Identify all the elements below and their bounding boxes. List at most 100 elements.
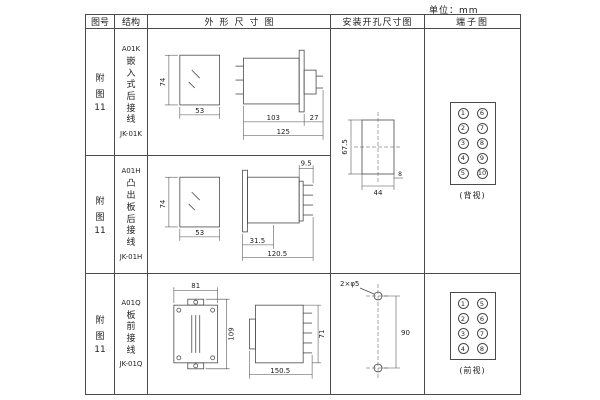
- structure-char: 式: [126, 80, 136, 91]
- model-label: A01Q: [121, 298, 141, 307]
- model-label: A01K: [121, 44, 141, 53]
- dim-front-width: 53: [195, 228, 204, 236]
- front-view: [173, 298, 219, 370]
- terminal-circle: 5: [457, 167, 469, 179]
- fig-text: 图: [95, 332, 105, 342]
- terminal-diagram-front: 1 5 2 6 3 7 4 8: [449, 292, 496, 360]
- dim-depth: 31.5: [250, 236, 265, 244]
- structure-char: 接: [126, 226, 136, 237]
- dim-rear-length: 27: [310, 114, 319, 122]
- outline-cell-3: 81 109 71 150.5: [148, 274, 331, 394]
- unit-label: 单位：mm: [429, 6, 479, 16]
- dim-flange: 9.5: [301, 159, 312, 167]
- dimension-labels: 67.5 44 8: [341, 139, 402, 197]
- terminal-view-caption: (前视): [459, 366, 486, 375]
- terminal-circle: 4: [457, 152, 469, 164]
- terminal-circle: 6: [476, 313, 488, 324]
- terminal-view-caption: (背视): [459, 190, 486, 200]
- header-mounting: 安装开孔尺寸图: [331, 15, 425, 29]
- terminal-circle: 5: [476, 298, 488, 309]
- terminal-circle: 10: [476, 167, 488, 179]
- spec-table: 图号 结构 外形尺寸图 安装开孔尺寸图 端子图 附 图 11 A01K 嵌 入 …: [85, 14, 521, 395]
- dim-total-length: 120.5: [267, 249, 287, 257]
- fig-text: 11: [94, 103, 106, 113]
- fig-no-cell-1: 附 图 11: [86, 29, 115, 156]
- terminal-circle: 8: [476, 343, 488, 354]
- structure-char: 后: [126, 92, 136, 102]
- dim-cutout-height: 67.5: [341, 139, 349, 155]
- dimension-lines: [347, 119, 403, 190]
- dim-cutout-width: 44: [373, 189, 382, 197]
- terminal-circle: 7: [476, 122, 488, 134]
- code-label: JK-01Q: [119, 360, 143, 369]
- code-label: JK-01H: [119, 252, 143, 261]
- fig-text: 附: [95, 74, 105, 84]
- terminal-circle: 2: [457, 313, 469, 324]
- mounting-drawing-rear: 67.5 44 8: [341, 112, 403, 197]
- dimension-labels: 2×φ5 90: [340, 280, 410, 337]
- dim-front-width: 81: [191, 282, 200, 290]
- dimension-labels: 81 109 71 150.5: [191, 282, 326, 375]
- model-label: A01H: [121, 167, 141, 176]
- dimension-lines: [173, 287, 322, 379]
- outline-cell-1: 74 53 103 27 125: [148, 29, 331, 156]
- front-view: [179, 176, 221, 227]
- front-view: [179, 54, 221, 106]
- structure-char: 出: [126, 191, 136, 202]
- dimension-lines: [164, 54, 324, 140]
- terminal-circle: 7: [476, 328, 488, 339]
- dimension-labels: 74 53 103 27 125: [159, 77, 319, 136]
- structure-cell-2: A01H 凸 出 板 后 接 线 JK-01H: [115, 156, 148, 274]
- structure-char: 线: [126, 237, 136, 248]
- dim-hole-spacing: 90: [401, 329, 410, 337]
- dimension-lines: [381, 295, 400, 369]
- fig-no-cell-2: 附 图 11: [86, 156, 115, 274]
- header-fig-no: 图号: [86, 15, 115, 29]
- terminal-circle: 3: [457, 137, 469, 149]
- fig-text: 11: [94, 345, 106, 355]
- outline-cell-2: 74 53 9.5 31.5 120.5: [148, 156, 331, 274]
- terminal-circle: 1: [457, 298, 469, 309]
- outline-drawing-jk01q: 81 109 71 150.5: [173, 282, 326, 379]
- structure-cell-3: A01Q 板 前 接 线 JK-01Q: [115, 274, 148, 394]
- fig-no-cell-3: 附 图 11: [86, 274, 115, 394]
- header-terminal: 端子图: [425, 15, 520, 29]
- hole-outline: [359, 284, 390, 380]
- dim-cutout-offset: 8: [398, 171, 402, 178]
- mounting-drawing-front: 2×φ5 90: [340, 280, 410, 380]
- dimension-labels: 74 53 9.5 31.5 120.5: [159, 159, 312, 258]
- terminal-circle: 1: [457, 107, 469, 119]
- structure-char: 嵌: [126, 56, 136, 67]
- side-view: [242, 169, 314, 232]
- terminal-circle: 2: [457, 122, 469, 134]
- dim-front-height: 74: [159, 199, 167, 208]
- header-outline: 外形尺寸图: [148, 15, 331, 29]
- structure-char: 后: [126, 214, 136, 225]
- structure-char: 接: [126, 103, 136, 114]
- structure-char: 线: [126, 115, 136, 126]
- hole-note: 2×φ5: [340, 280, 359, 288]
- structure-char: 入: [126, 68, 136, 79]
- fig-text: 图: [95, 212, 105, 223]
- header-structure: 结构: [115, 15, 148, 29]
- terminal-cell-front: 1 5 2 6 3 7 4 8 (前视): [425, 274, 520, 394]
- terminal-circle: 9: [476, 152, 488, 164]
- structure-char: 前: [126, 322, 136, 333]
- fig-text: 图: [95, 90, 105, 100]
- structure-char: 板: [126, 202, 136, 213]
- fig-text: 附: [95, 196, 105, 207]
- terminal-circle: 6: [476, 107, 488, 119]
- structure-char: 接: [126, 334, 136, 344]
- dim-front-height: 74: [159, 77, 167, 86]
- dim-front-width: 53: [195, 107, 204, 115]
- cutout-outline: [353, 112, 402, 182]
- terminal-circle: 8: [476, 137, 488, 149]
- outline-drawing-jk01k: 74 53 103 27 125: [159, 49, 324, 140]
- structure-char: 板: [126, 310, 136, 321]
- terminal-cell-rear: 1 6 2 7 3 8 4 9 5 10 (背视): [425, 29, 520, 274]
- dim-total-length: 125: [277, 128, 290, 136]
- mounting-cell-front: 2×φ5 90: [331, 274, 425, 394]
- dim-body-length: 103: [267, 114, 280, 122]
- structure-cell-1: A01K 嵌 入 式 后 接 线 JK-01K: [115, 29, 148, 156]
